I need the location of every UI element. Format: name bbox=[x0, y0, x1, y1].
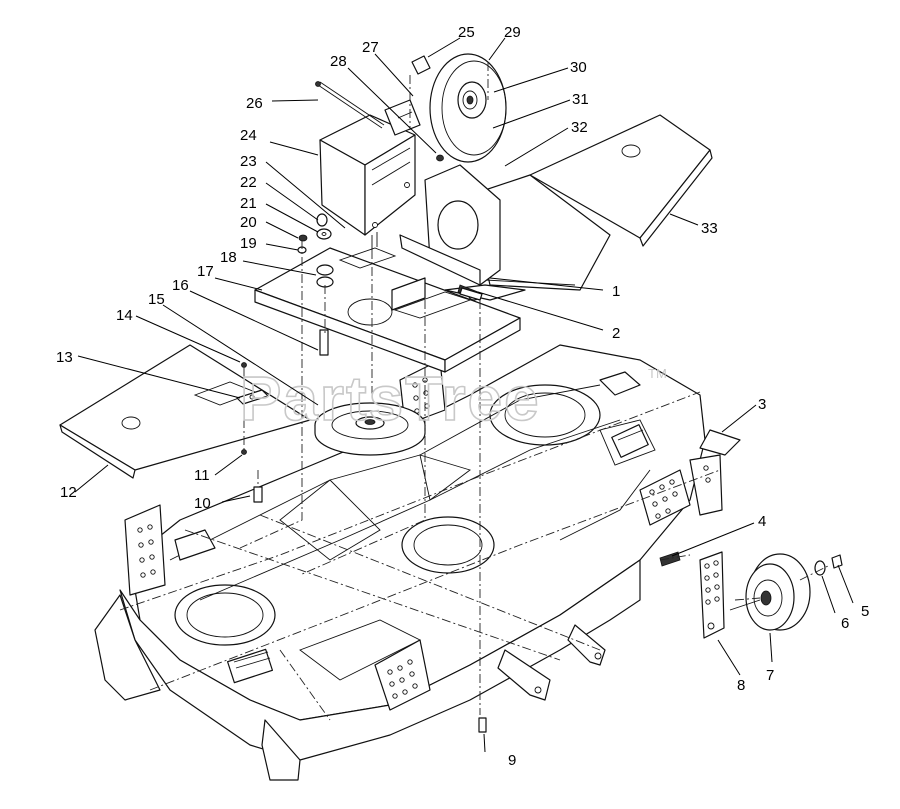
callout-27: 27 bbox=[362, 39, 379, 56]
assembly-center-lines bbox=[119, 62, 831, 721]
perforation-holes bbox=[137, 377, 678, 699]
callout-14: 14 bbox=[116, 307, 133, 324]
callout-11: 11 bbox=[194, 467, 210, 484]
callout-21: 21 bbox=[240, 195, 257, 212]
callout-16: 16 bbox=[172, 277, 189, 294]
callout-22: 22 bbox=[240, 174, 257, 191]
callout-28: 28 bbox=[330, 53, 347, 70]
callout-29: 29 bbox=[504, 24, 521, 41]
callout-25: 25 bbox=[458, 24, 475, 41]
leader-lines bbox=[74, 37, 854, 753]
callout-2: 2 bbox=[612, 325, 620, 342]
callout-20: 20 bbox=[240, 214, 257, 231]
callout-1: 1 bbox=[612, 283, 620, 300]
callout-4: 4 bbox=[758, 513, 766, 530]
callout-19: 19 bbox=[240, 235, 257, 252]
callout-3: 3 bbox=[758, 396, 766, 413]
callout-10: 10 bbox=[194, 495, 211, 512]
callout-15: 15 bbox=[148, 291, 165, 308]
callout-26: 26 bbox=[246, 95, 263, 112]
mower-deck bbox=[94, 344, 741, 781]
watermark-text: PartsTree bbox=[240, 365, 541, 434]
belt-cover-right bbox=[529, 114, 713, 247]
callout-5: 5 bbox=[861, 603, 869, 620]
callout-7: 7 bbox=[766, 667, 774, 684]
callout-23: 23 bbox=[240, 153, 257, 170]
gearbox bbox=[319, 99, 421, 250]
callout-33: 33 bbox=[701, 220, 718, 237]
callout-32: 32 bbox=[571, 119, 588, 136]
mount-plate bbox=[254, 247, 521, 373]
belt-cover-left bbox=[59, 344, 311, 479]
callout-31: 31 bbox=[572, 91, 589, 108]
callout-9: 9 bbox=[508, 752, 516, 769]
callout-13: 13 bbox=[56, 349, 73, 366]
callout-24: 24 bbox=[240, 127, 257, 144]
callout-30: 30 bbox=[570, 59, 587, 76]
callout-17: 17 bbox=[197, 263, 214, 280]
watermark-trademark: TM bbox=[648, 366, 667, 381]
callout-labels: 1 2 3 4 5 6 7 8 9 10 11 12 13 14 15 16 1… bbox=[56, 24, 869, 769]
spindle-pulley bbox=[314, 402, 426, 456]
gauge-wheel-assembly bbox=[659, 551, 843, 639]
callout-8: 8 bbox=[737, 677, 745, 694]
hardware bbox=[236, 55, 487, 733]
callout-12: 12 bbox=[60, 484, 77, 501]
callout-6: 6 bbox=[841, 615, 849, 632]
callout-18: 18 bbox=[220, 249, 237, 266]
gearbox-pulley bbox=[429, 53, 507, 163]
